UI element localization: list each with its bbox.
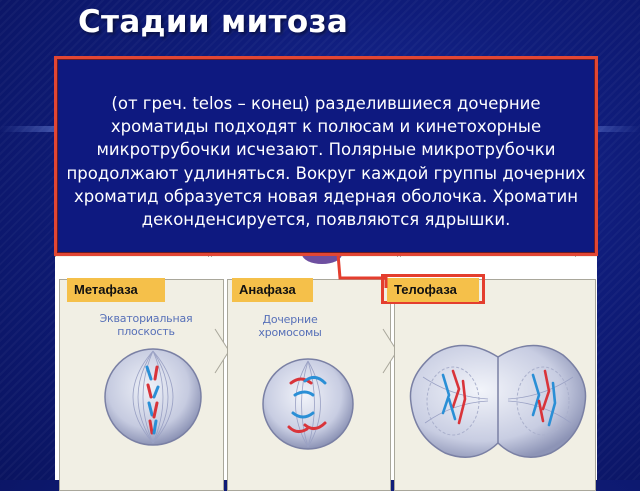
metaphase-cell bbox=[104, 348, 202, 446]
phase-label-telophase: Телофаза bbox=[387, 278, 479, 302]
caption-daughter-chromosomes: Дочерние хромосомы bbox=[258, 313, 322, 339]
telophase-cell bbox=[409, 344, 587, 458]
anaphase-cell bbox=[262, 358, 354, 450]
caption-equatorial-plane: Экваториальная плоскость bbox=[99, 312, 193, 338]
telophase-highlight-frame bbox=[381, 274, 485, 304]
phase-label-anaphase: Анафаза bbox=[232, 278, 313, 302]
mitosis-figure: Метафаза Экваториальная плоскость Анафаз… bbox=[55, 257, 597, 491]
phase-label-metaphase: Метафаза bbox=[67, 278, 165, 302]
telophase-definition-popup: (от греч. telos – конец) разделившиеся д… bbox=[54, 56, 598, 256]
slide-title: Стадии митоза bbox=[78, 4, 349, 40]
telophase-definition-text: (от греч. telos – конец) разделившиеся д… bbox=[66, 94, 586, 230]
